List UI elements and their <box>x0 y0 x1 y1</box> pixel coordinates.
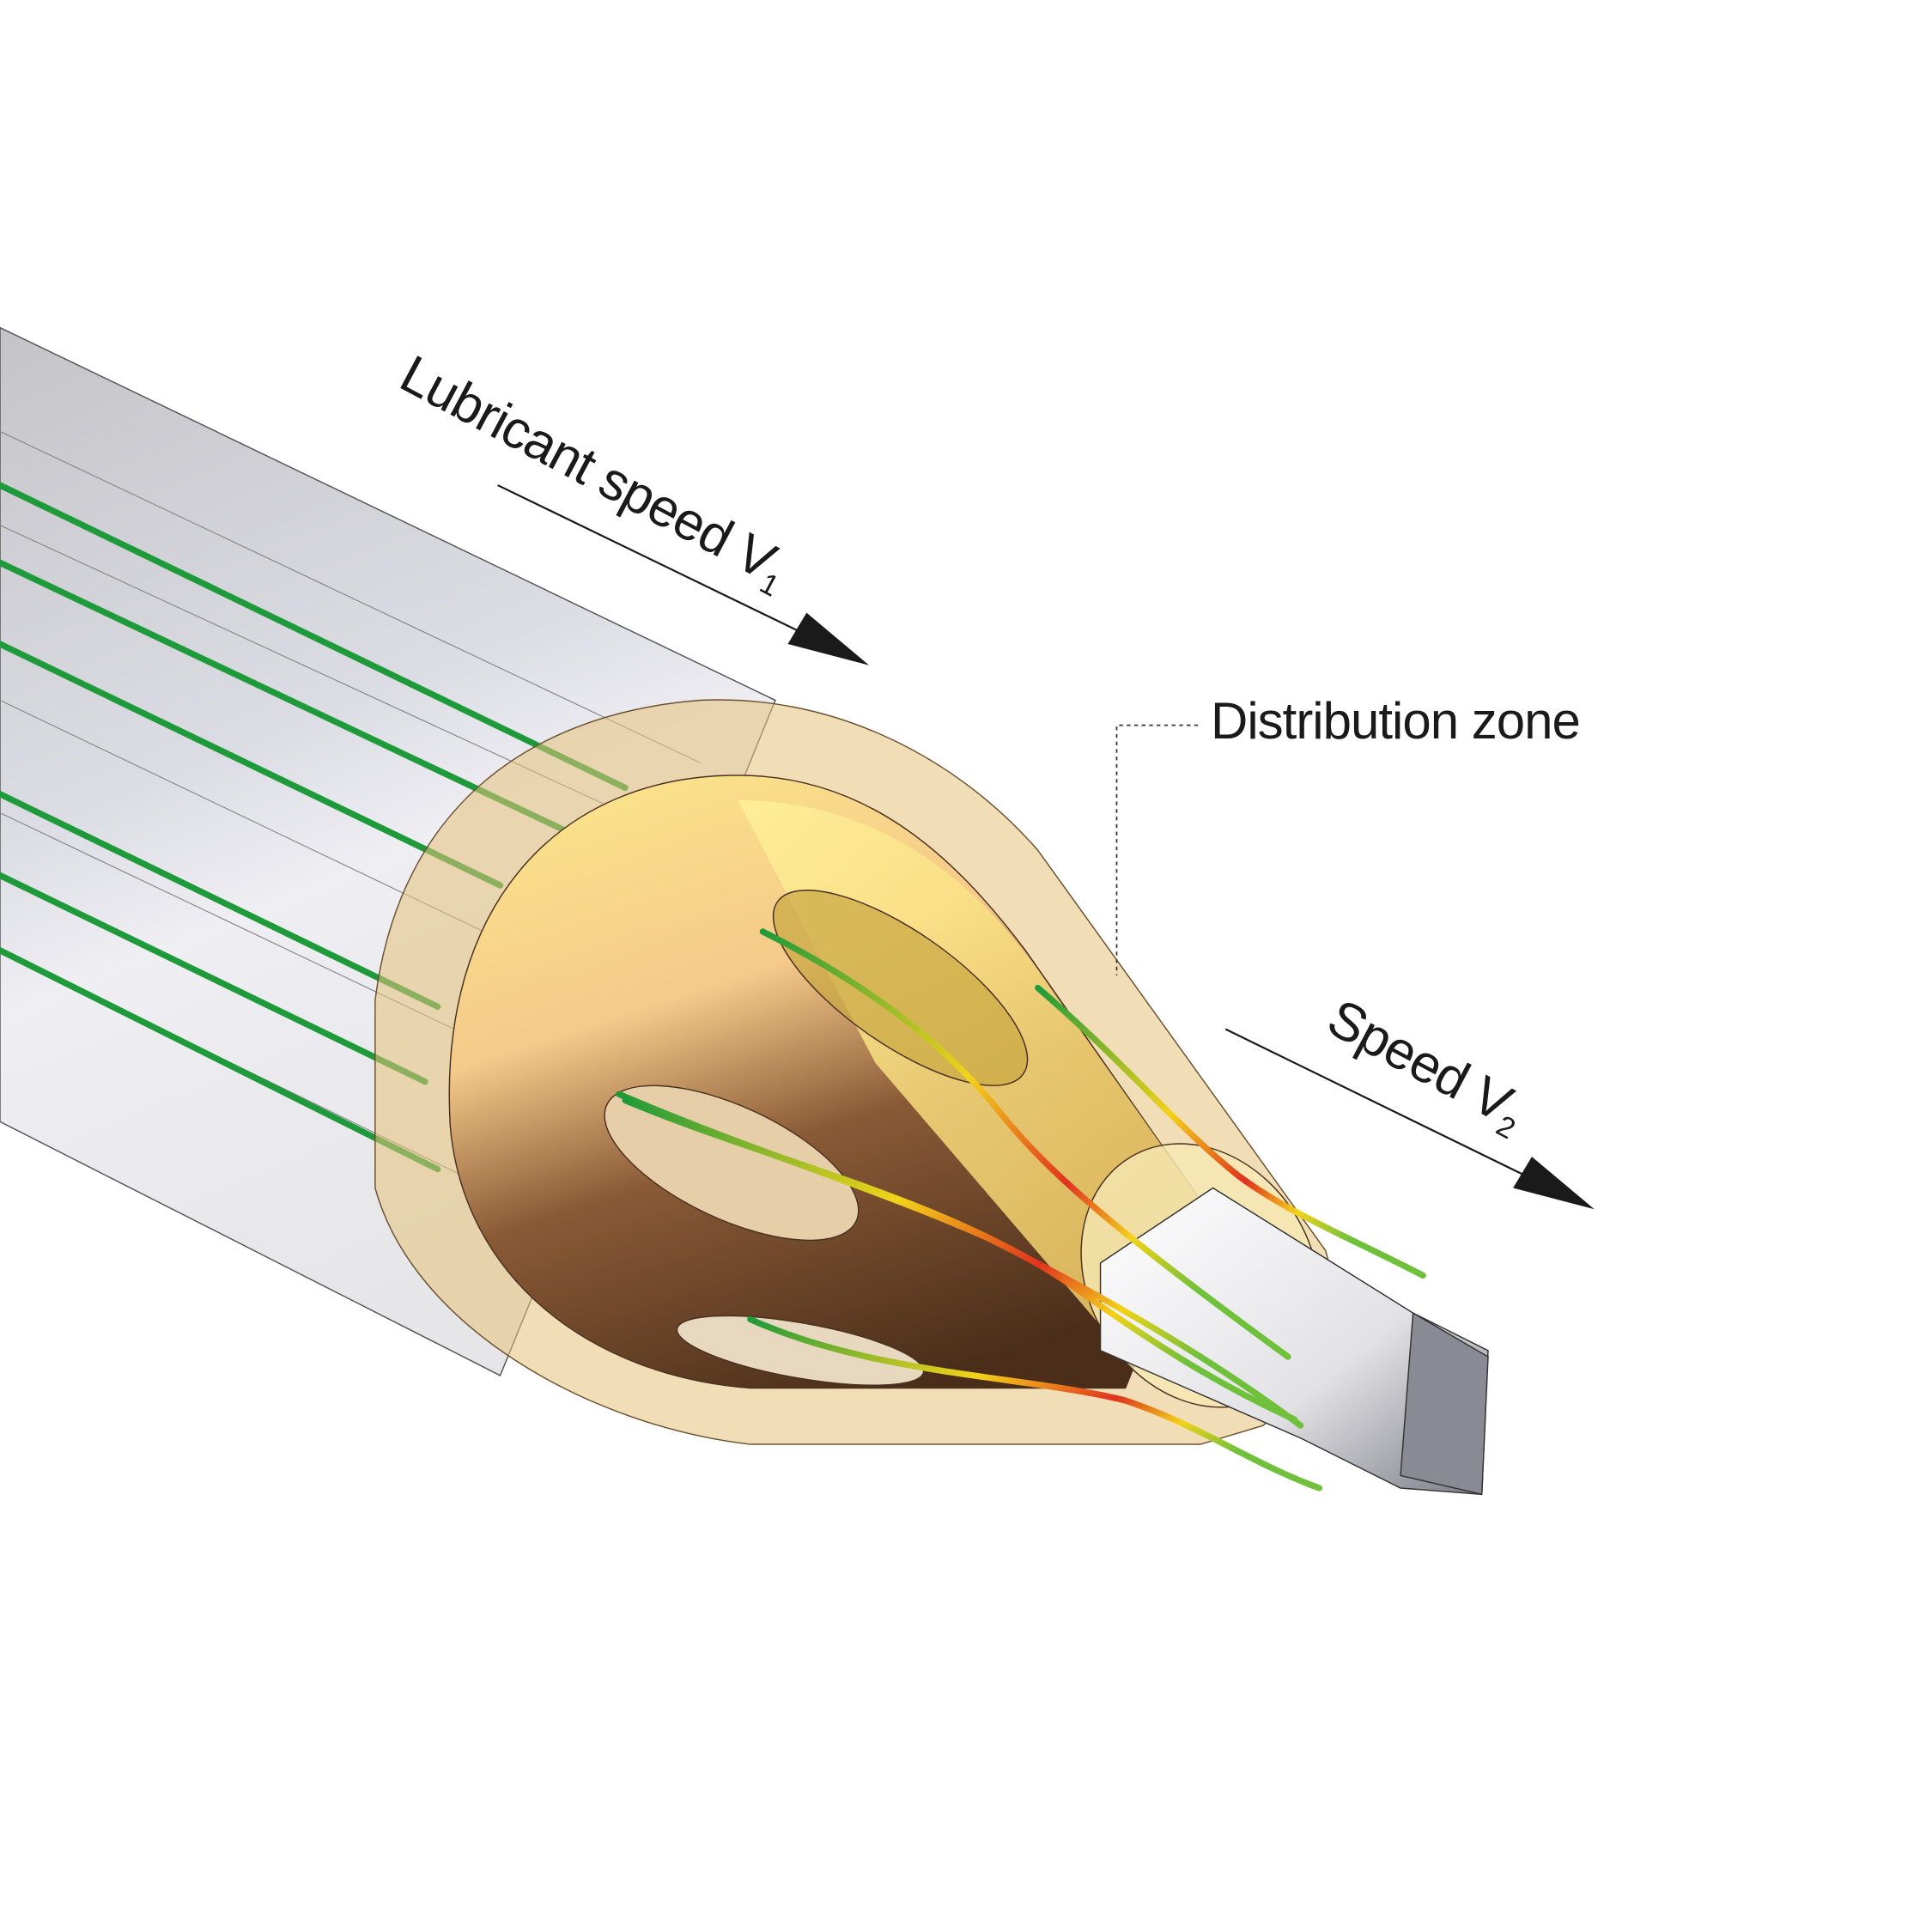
slot <box>772 890 1029 1086</box>
distribution-zone-label: Distribution zone <box>1211 692 1581 750</box>
drill-tip <box>1400 1311 1489 1496</box>
distributor-body <box>448 775 1201 1389</box>
streamlines-curved <box>616 928 1426 1492</box>
arrow-v2 <box>1224 1028 1595 1210</box>
arrow-v1 <box>497 484 870 665</box>
slot <box>676 1315 925 1386</box>
slot <box>604 1084 860 1242</box>
distribution-zone-leader <box>1115 724 1199 975</box>
